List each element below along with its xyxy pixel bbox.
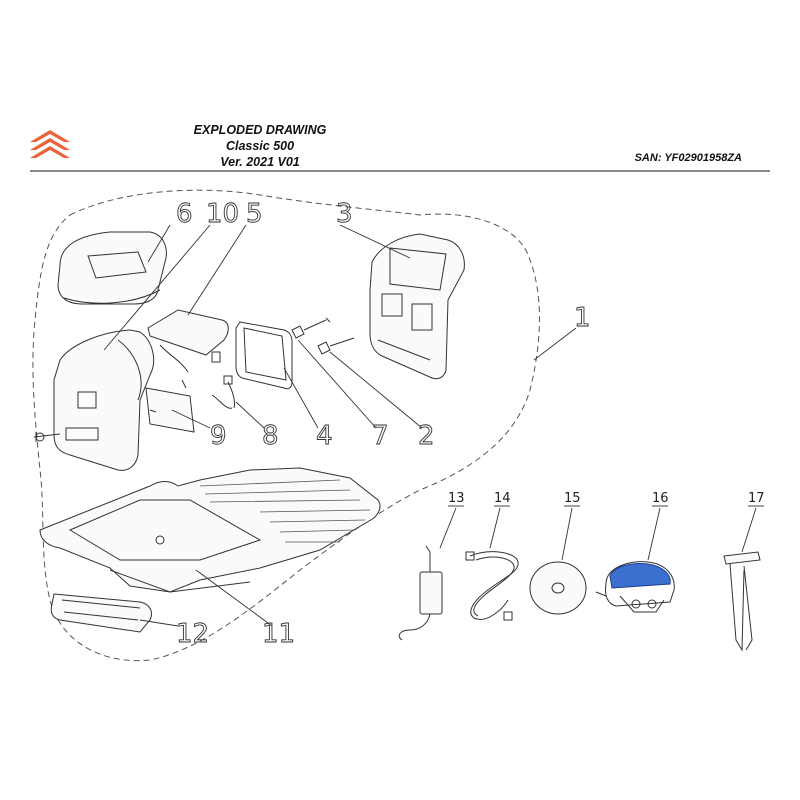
label-part-7: 7: [372, 421, 389, 451]
drawing-title-block: EXPLODED DRAWING Classic 500 Ver. 2021 V…: [0, 122, 520, 170]
label-part-17: 17: [748, 491, 765, 506]
header-divider: [30, 170, 770, 172]
part-6-lid: [57, 231, 167, 305]
label-part-14: 14: [494, 491, 511, 506]
label-part-3: 3: [336, 199, 353, 229]
part-16-connector: [595, 561, 675, 613]
label-part-15: 15: [564, 491, 581, 506]
part-12-bumper: [50, 593, 153, 633]
label-part-1: 1: [574, 303, 591, 333]
part-9-pcb: [145, 387, 195, 433]
part-4-frame: [235, 321, 293, 390]
part-15-disc: [529, 561, 587, 615]
label-part-8: 8: [262, 421, 279, 451]
label-part-10: 10: [206, 199, 239, 229]
label-part-5: 5: [246, 199, 263, 229]
part-17-peg: [723, 551, 761, 652]
label-part-4: 4: [316, 421, 333, 451]
part-11-chassis: [39, 467, 381, 593]
part-14-cable-coil: [465, 551, 519, 621]
part-2-screw: [317, 337, 355, 355]
part-13-power-supply: [398, 545, 443, 641]
label-part-13: 13: [448, 491, 465, 506]
drawing-title: EXPLODED DRAWING: [193, 123, 327, 137]
version: Ver. 2021 V01: [220, 155, 300, 169]
label-part-2: 2: [418, 421, 435, 451]
model-name: Classic 500: [225, 139, 295, 153]
san-number: SAN: YF02901958ZA: [634, 152, 742, 164]
brand-logo-icon: [30, 130, 70, 158]
label-part-9: 9: [210, 421, 227, 451]
part-5-gasket: [147, 309, 229, 389]
label-part-12: 12: [176, 619, 209, 649]
part-8-cable: [211, 375, 235, 409]
label-part-16: 16: [652, 491, 669, 506]
label-part-11: 11: [262, 619, 295, 649]
part-7-screw: [291, 317, 331, 339]
part-3-rear-housing: [369, 233, 465, 380]
label-part-6: 6: [176, 199, 193, 229]
part-10-cover: [33, 329, 155, 471]
